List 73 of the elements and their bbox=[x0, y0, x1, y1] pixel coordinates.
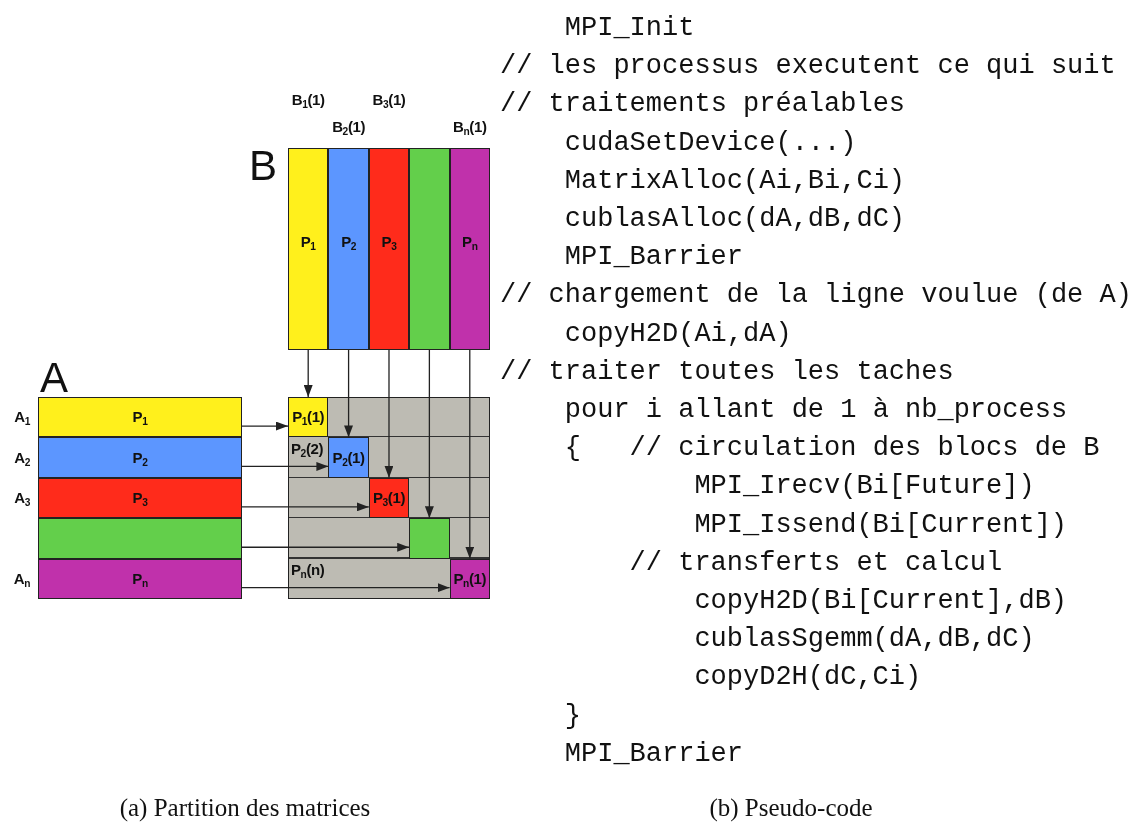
matrix-label: B bbox=[249, 142, 277, 190]
process-label: P$_{n}$ bbox=[462, 232, 478, 252]
block-label: P$_{n}$(1) bbox=[453, 568, 487, 589]
matrix-row bbox=[38, 397, 242, 438]
code-line: copyH2D(Ai,dA) bbox=[564, 317, 792, 351]
code-line: copyH2D(Bi[Current],dB) bbox=[694, 585, 1068, 618]
process-label: P$_{2}$ bbox=[341, 232, 357, 252]
process-label: P$_{n}$ bbox=[132, 568, 148, 589]
code-line: MPI_Barrier bbox=[564, 737, 744, 771]
process-label: P$_{2}$ bbox=[132, 447, 148, 468]
matrix-column bbox=[449, 148, 490, 350]
code-line: MatrixAlloc(Ai,Bi,Ci) bbox=[564, 164, 906, 198]
matrix-grid bbox=[288, 397, 490, 599]
matrix-row bbox=[38, 558, 242, 599]
caption: (a) Partition des matrices bbox=[119, 793, 371, 823]
matrix-column bbox=[288, 148, 329, 350]
code-line: } bbox=[564, 699, 581, 733]
matrix-column bbox=[409, 148, 450, 350]
arrow bbox=[384, 349, 394, 479]
row-label: A$_{n}$ bbox=[13, 568, 30, 589]
arrow bbox=[241, 583, 451, 593]
row-label: A$_{3}$ bbox=[14, 488, 30, 508]
code-line: pour i allant de 1 à nb_process bbox=[564, 394, 1068, 427]
code-line: // transferts et calcul bbox=[629, 546, 1003, 580]
caption: (b) Pseudo-code bbox=[709, 793, 873, 823]
code-line: cudaSetDevice(...) bbox=[564, 126, 857, 160]
matrix-cell bbox=[409, 518, 450, 559]
block-label: P$_{1}$(1) bbox=[292, 407, 325, 428]
arrow bbox=[344, 349, 354, 439]
code-line: MPI_Issend(Bi[Current]) bbox=[694, 508, 1068, 542]
process-label: P$_{3}$ bbox=[381, 232, 397, 252]
arrow bbox=[303, 349, 313, 398]
block-label: B$_{3}$(1) bbox=[372, 90, 406, 110]
arrow bbox=[424, 349, 434, 519]
code-line: // traiter toutes les taches bbox=[500, 355, 954, 389]
code-line: copyD2H(dC,Ci) bbox=[694, 661, 922, 695]
matrix-cell bbox=[368, 477, 410, 519]
process-label: P$_{1}$ bbox=[132, 407, 148, 428]
code-line: // chargement de la ligne voulue (de A) bbox=[500, 279, 1132, 313]
code-line: // traitements préalables bbox=[500, 88, 906, 122]
row-label: A$_{2}$ bbox=[14, 447, 30, 468]
code-line: MPI_Init bbox=[564, 12, 695, 45]
block-label: B$_{2}$(1) bbox=[332, 117, 365, 137]
matrix-cell bbox=[288, 397, 329, 438]
row-label: A$_{1}$ bbox=[14, 407, 30, 428]
arrow bbox=[241, 502, 370, 512]
matrix-column bbox=[368, 148, 410, 350]
matrix-label: A bbox=[40, 354, 68, 402]
block-label: B$_{n}$(1) bbox=[453, 117, 487, 137]
matrix-row bbox=[38, 477, 242, 519]
arrow bbox=[465, 349, 475, 560]
matrix-cell bbox=[328, 437, 369, 478]
matrix-row bbox=[38, 518, 242, 559]
code-line: cublasAlloc(dA,dB,dC) bbox=[564, 203, 906, 236]
matrix-row bbox=[38, 437, 242, 478]
code-line: // circulation des blocs de B bbox=[629, 432, 1100, 466]
code-line: { bbox=[564, 432, 581, 466]
block-label: P$_{n}$(n) bbox=[291, 560, 325, 580]
process-label: P$_{1}$ bbox=[300, 232, 316, 252]
block-label: P$_{2}$(2) bbox=[291, 439, 324, 459]
arrow bbox=[241, 461, 330, 471]
arrow bbox=[241, 542, 410, 552]
block-label: P$_{2}$(1) bbox=[332, 447, 365, 468]
code-line: cublasSgemm(dA,dB,dC) bbox=[694, 623, 1035, 657]
matrix-column bbox=[328, 148, 369, 350]
matrix-cell bbox=[449, 558, 490, 599]
code-line: MPI_Irecv(Bi[Future]) bbox=[694, 470, 1035, 504]
process-label: P$_{3}$ bbox=[132, 488, 148, 508]
code-line: MPI_Barrier bbox=[564, 241, 744, 275]
block-label: P$_{3}$(1) bbox=[372, 488, 405, 508]
code-line: // les processus executent ce qui suit bbox=[500, 50, 1116, 84]
block-label: B$_{1}$(1) bbox=[291, 90, 325, 110]
arrow bbox=[241, 421, 289, 431]
